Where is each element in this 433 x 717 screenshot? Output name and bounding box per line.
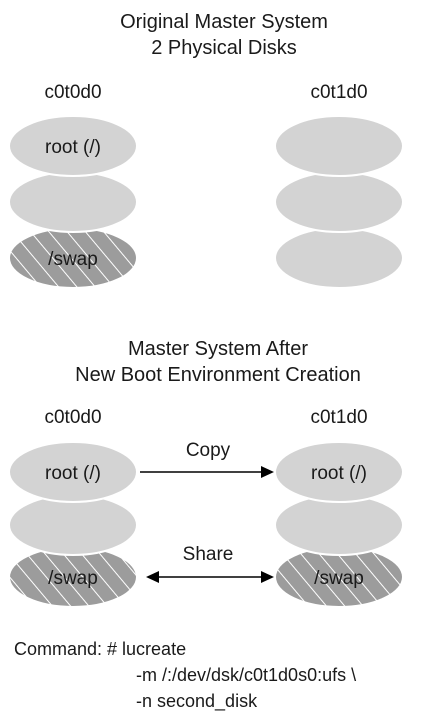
top-right-slice-2 [274,171,404,233]
bottom-title-line1: Master System After [128,338,308,360]
bottom-right-root-slice [274,441,404,503]
command-line1: Command: # lucreate [14,639,186,659]
copy-arrowhead-icon [261,466,274,478]
share-arrowhead-right-icon [261,571,274,583]
copy-arrow: Copy [140,440,274,478]
share-arrowhead-left-icon [146,571,159,583]
bottom-left-empty-slice [8,494,138,556]
bottom-left-root-slice [8,441,138,503]
bottom-title-line2: New Boot Environment Creation [75,364,361,386]
top-left-swap-label: /swap [48,249,98,270]
command-line2: -m /:/dev/dsk/c0t1d0s0:ufs \ [136,665,356,685]
command-line3: -n second_disk [136,691,258,712]
bottom-left-root-label: root (/) [45,463,101,484]
top-left-root-label: root (/) [45,137,101,158]
top-right-slice-1 [274,115,404,177]
top-left-disk-stack: root (/) /swap [8,115,138,289]
bottom-left-disk-name: c0t0d0 [44,407,101,428]
top-title-line2: 2 Physical Disks [151,37,297,59]
share-arrow: Share [146,544,274,583]
share-label: Share [183,544,234,565]
top-left-disk-name: c0t0d0 [44,82,101,103]
bottom-right-swap-label: /swap [314,568,364,589]
copy-label: Copy [186,440,231,461]
top-title-line1: Original Master System [120,11,328,33]
top-right-disk-stack [274,115,404,289]
top-left-empty-slice [8,171,138,233]
bottom-right-disk-stack: root (/) /swap [274,441,404,608]
bottom-right-disk-name: c0t1d0 [310,407,367,428]
bottom-left-swap-label: /swap [48,568,98,589]
bottom-left-disk-stack: root (/) /swap [8,441,138,608]
top-left-root-slice [8,115,138,177]
bottom-right-empty-slice [274,494,404,556]
bottom-right-root-label: root (/) [311,463,367,484]
top-right-disk-name: c0t1d0 [310,82,367,103]
top-right-slice-3 [274,227,404,289]
